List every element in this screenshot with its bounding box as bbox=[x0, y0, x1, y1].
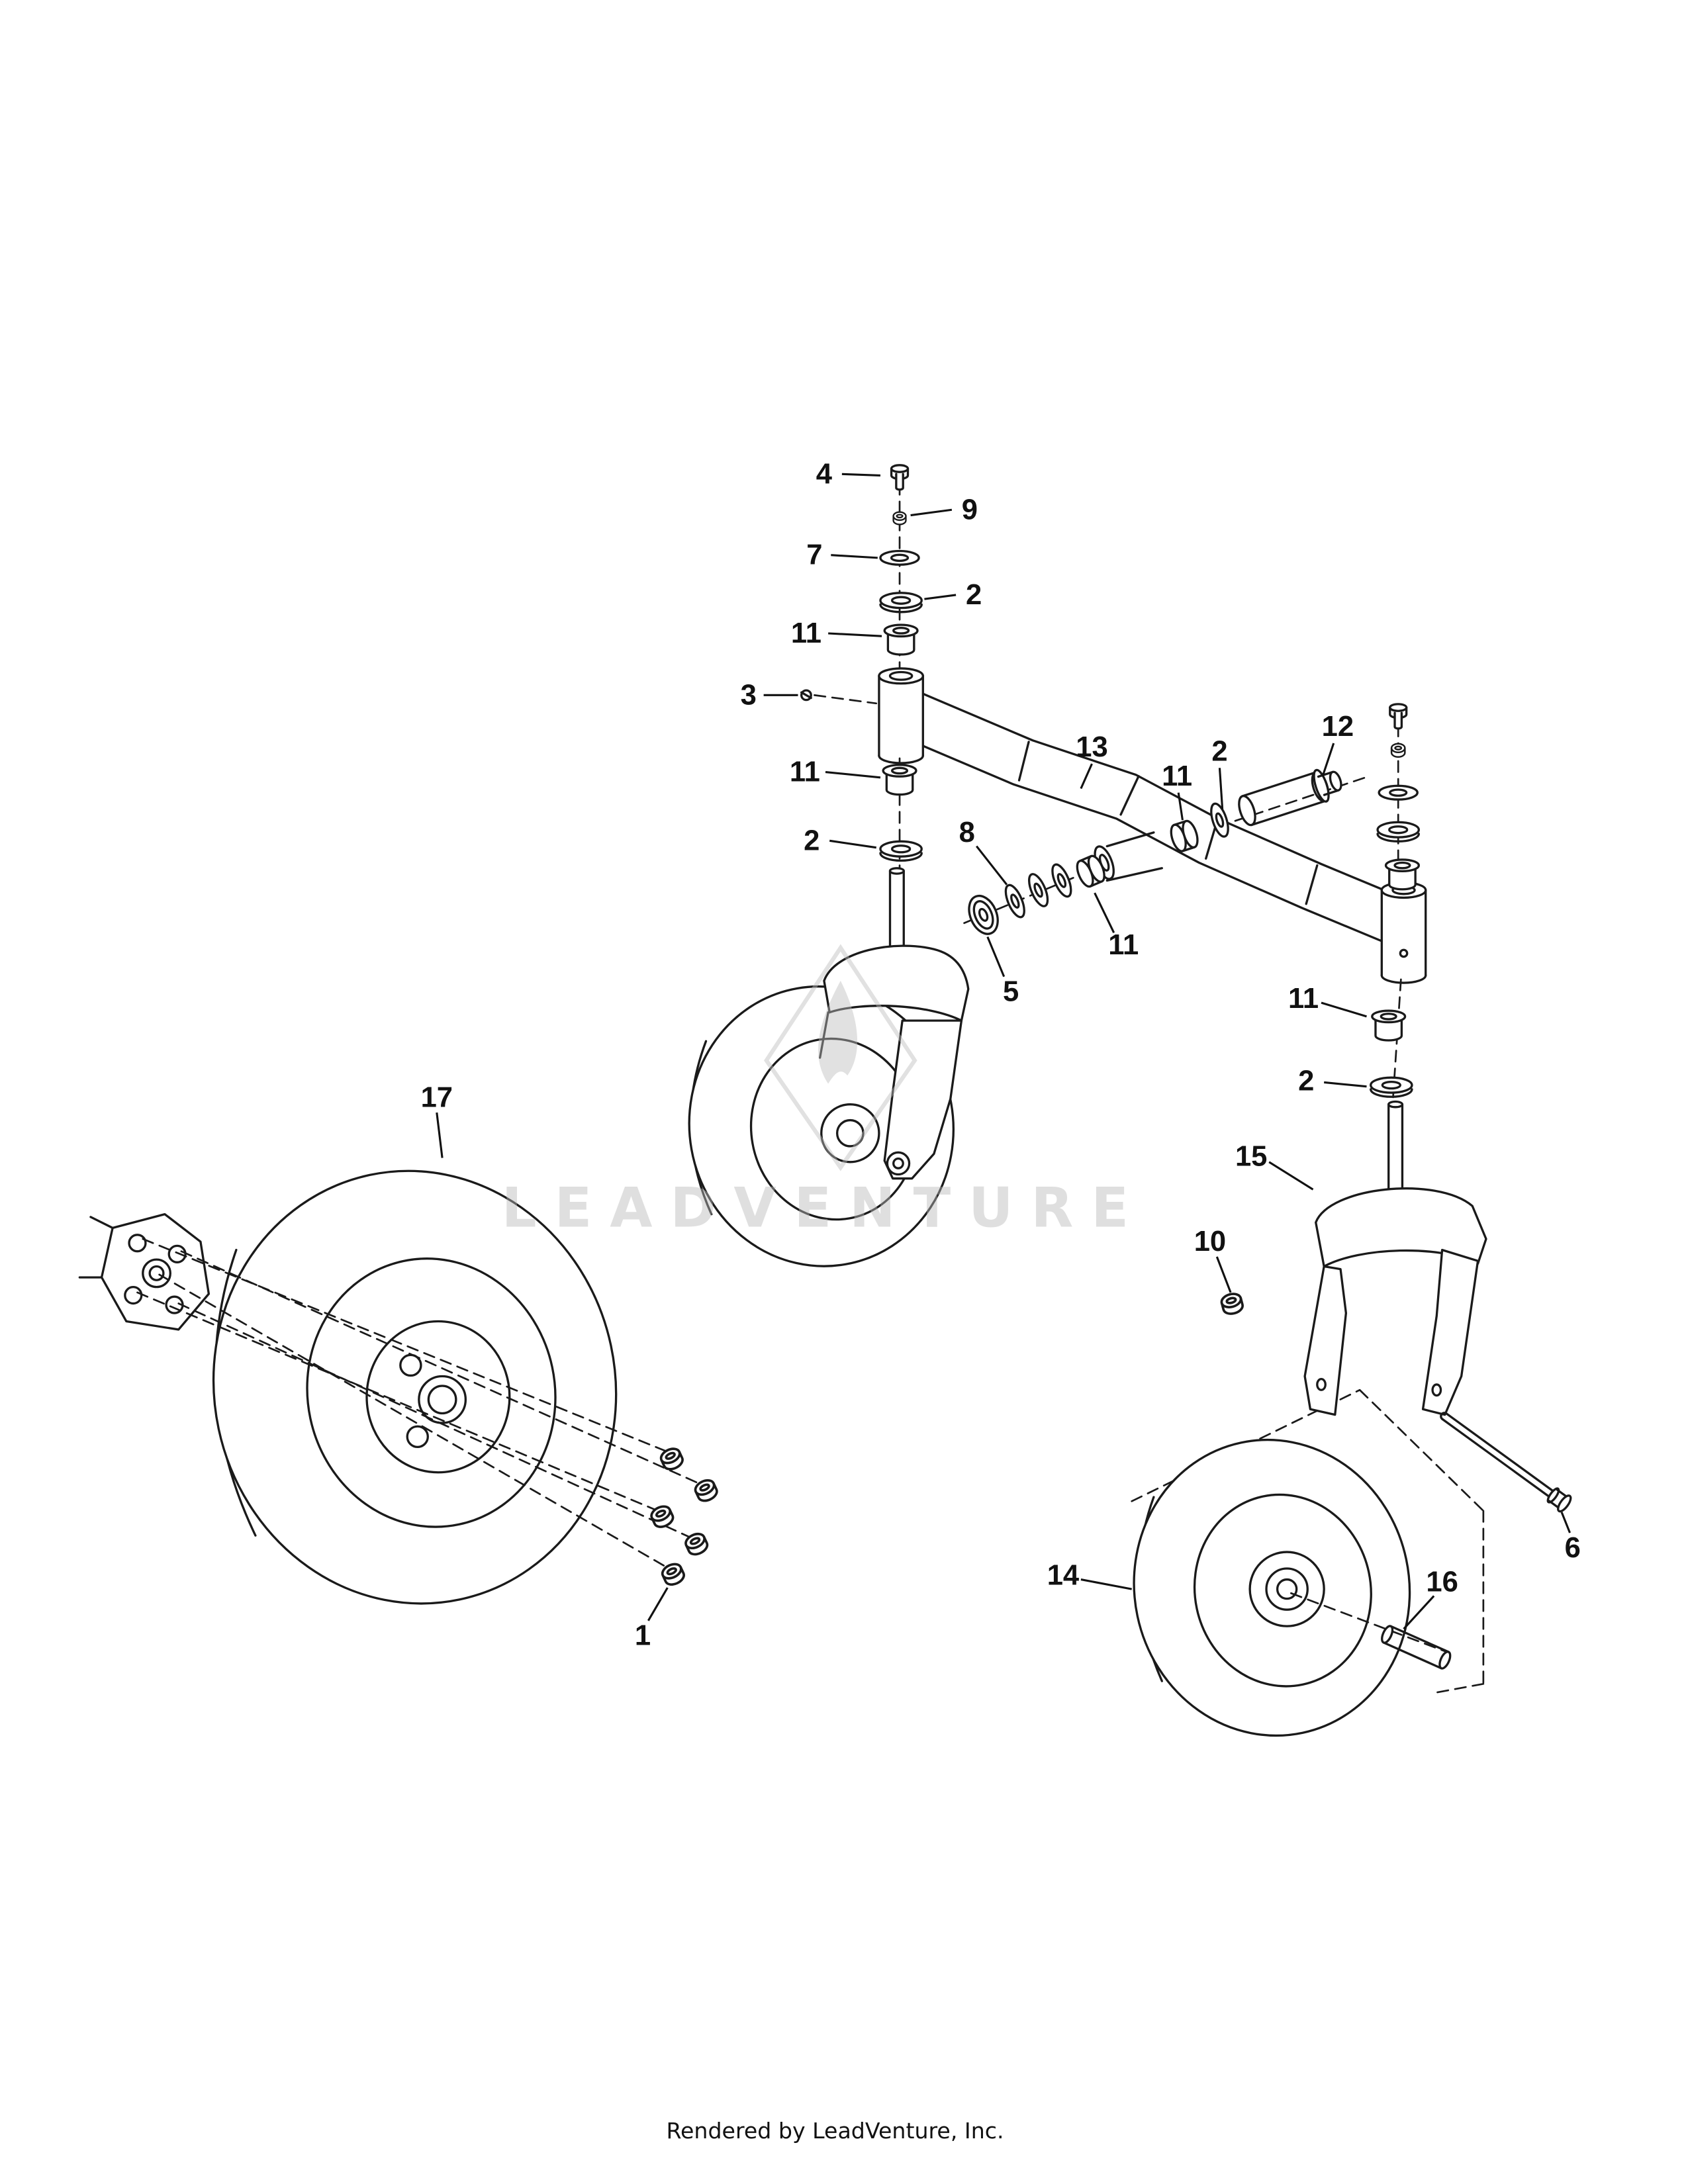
part-8-washer-2 bbox=[1024, 870, 1053, 910]
right-caster-stem bbox=[1387, 1103, 1404, 1199]
part-11-bushing-pivot bbox=[1076, 854, 1105, 888]
part-7-washer bbox=[879, 549, 920, 566]
callout-leader-7-2 bbox=[831, 554, 878, 559]
left-lower-stack bbox=[879, 764, 923, 966]
watermark: LEADVENTURE bbox=[502, 944, 1147, 1240]
watermark-flame-logo bbox=[818, 980, 858, 1084]
callout-label-16-21: 16 bbox=[1426, 1567, 1458, 1598]
part-11-bushing-left-lower bbox=[882, 764, 917, 796]
callout-leader-16-21 bbox=[1403, 1595, 1435, 1630]
right-stack-washer bbox=[1378, 784, 1419, 801]
callout-label-1-23: 1 bbox=[635, 1620, 651, 1652]
callout-label-15-17: 15 bbox=[1235, 1141, 1267, 1173]
right-stack-nut bbox=[1390, 743, 1406, 758]
right-stack-bolt bbox=[1389, 703, 1408, 730]
pivot-stack bbox=[968, 854, 1105, 935]
right-lower-stack bbox=[1370, 1009, 1413, 1199]
callout-leader-4-0 bbox=[841, 473, 881, 477]
callout-label-5-11: 5 bbox=[1003, 976, 1019, 1008]
part-15-caster-fork bbox=[1303, 1187, 1487, 1416]
part-4-bolt bbox=[890, 464, 910, 491]
callout-label-10-18: 10 bbox=[1194, 1226, 1226, 1257]
callout-leader-13-6 bbox=[1080, 763, 1093, 790]
callout-leader-2-7 bbox=[1218, 768, 1224, 809]
part-2-washer-left-lower bbox=[879, 840, 923, 862]
part-14-wheel bbox=[1133, 1438, 1411, 1737]
diagram-linework bbox=[78, 464, 1572, 1737]
watermark-logo-outline bbox=[764, 944, 917, 1171]
part-8-washer-1 bbox=[1000, 882, 1029, 921]
callout-leader-8-10 bbox=[976, 845, 1008, 886]
callout-leader-1-23 bbox=[647, 1587, 669, 1621]
callout-leader-11-13 bbox=[825, 771, 881, 779]
callout-leader-11-15 bbox=[1321, 1001, 1367, 1018]
part-12-bolt-head bbox=[1313, 768, 1342, 803]
callout-label-7-2: 7 bbox=[806, 539, 822, 571]
part-3-screw bbox=[800, 689, 812, 702]
callout-label-12-9: 12 bbox=[1322, 711, 1354, 743]
callout-leader-11-8 bbox=[1177, 792, 1184, 821]
top-stack bbox=[800, 464, 923, 702]
part-9-nut bbox=[892, 511, 907, 525]
part-11-bushing-spacer bbox=[1170, 819, 1199, 852]
callout-label-6-22: 6 bbox=[1565, 1532, 1581, 1564]
part-5-locknut bbox=[968, 894, 999, 935]
callout-label-9-1: 9 bbox=[962, 494, 978, 525]
callout-label-2-16: 2 bbox=[1298, 1065, 1314, 1097]
part-1-flange-nuts bbox=[647, 1445, 721, 1589]
part-6-bolt bbox=[1440, 1412, 1572, 1513]
part-8-washer-3 bbox=[1047, 860, 1076, 901]
callout-label-11-13: 11 bbox=[790, 756, 820, 788]
right-stack-bushing bbox=[1384, 858, 1420, 891]
callout-leader-5-11 bbox=[986, 936, 1006, 978]
part-10-nut bbox=[1219, 1291, 1246, 1317]
callout-label-2-3: 2 bbox=[966, 579, 982, 611]
part-16-axle bbox=[1381, 1625, 1452, 1670]
callout-label-14-20: 14 bbox=[1047, 1559, 1079, 1591]
watermark-text: LEADVENTURE bbox=[502, 1175, 1147, 1240]
callout-leader-2-3 bbox=[924, 594, 957, 600]
callout-leader-17-19 bbox=[436, 1112, 444, 1158]
callout-label-17-19: 17 bbox=[421, 1081, 453, 1113]
callout-leader-6-22 bbox=[1560, 1512, 1571, 1533]
callout-leader-15-17 bbox=[1268, 1161, 1314, 1191]
callout-label-11-15: 11 bbox=[1288, 983, 1319, 1015]
part-11-bushing-top bbox=[883, 623, 919, 656]
callout-label-3-5: 3 bbox=[741, 679, 757, 711]
callout-label-2-14: 2 bbox=[804, 825, 820, 856]
part-2-washer-right-lower bbox=[1370, 1076, 1413, 1098]
callout-leader-2-14 bbox=[829, 839, 876, 849]
part-17-wheel bbox=[212, 1169, 618, 1605]
callout-leader-11-12 bbox=[1094, 892, 1115, 933]
left-caster-fork-leg bbox=[883, 1019, 963, 1180]
callout-leader-12-9 bbox=[1321, 743, 1335, 777]
callout-leader-14-20 bbox=[1080, 1578, 1132, 1590]
wheel-axle-axis bbox=[1290, 1592, 1449, 1653]
spacer-stack bbox=[1170, 768, 1342, 852]
callout-label-11-12: 11 bbox=[1108, 929, 1139, 961]
part-2-washer-top bbox=[879, 592, 923, 614]
left-caster-assembly bbox=[688, 944, 970, 1267]
callout-leader-11-4 bbox=[828, 632, 882, 637]
callout-label-2-7: 2 bbox=[1211, 735, 1227, 767]
callout-label-4-0: 4 bbox=[816, 458, 832, 490]
part-11-bushing-right-lower bbox=[1371, 1009, 1407, 1042]
footer-text: Rendered by LeadVenture, Inc. bbox=[666, 2118, 1004, 2144]
callout-leader-10-18 bbox=[1215, 1256, 1232, 1293]
left-caster-fork-cap bbox=[823, 944, 970, 1022]
callout-label-8-10: 8 bbox=[959, 817, 975, 848]
callout-leader-2-16 bbox=[1324, 1081, 1367, 1088]
callout-layer: 4 9 7 2 11 3 13 2 11 12 8 5 11 11 2 11 2 15 10 17 14 16 6 1 bbox=[421, 458, 1581, 1651]
callout-label-13-6: 13 bbox=[1076, 731, 1107, 763]
callout-label-11-4: 11 bbox=[791, 617, 821, 649]
callout-leader-9-1 bbox=[910, 508, 953, 517]
axle-bracket bbox=[78, 1213, 211, 1331]
stud-axes bbox=[136, 1238, 703, 1570]
callout-label-11-8: 11 bbox=[1162, 760, 1192, 792]
